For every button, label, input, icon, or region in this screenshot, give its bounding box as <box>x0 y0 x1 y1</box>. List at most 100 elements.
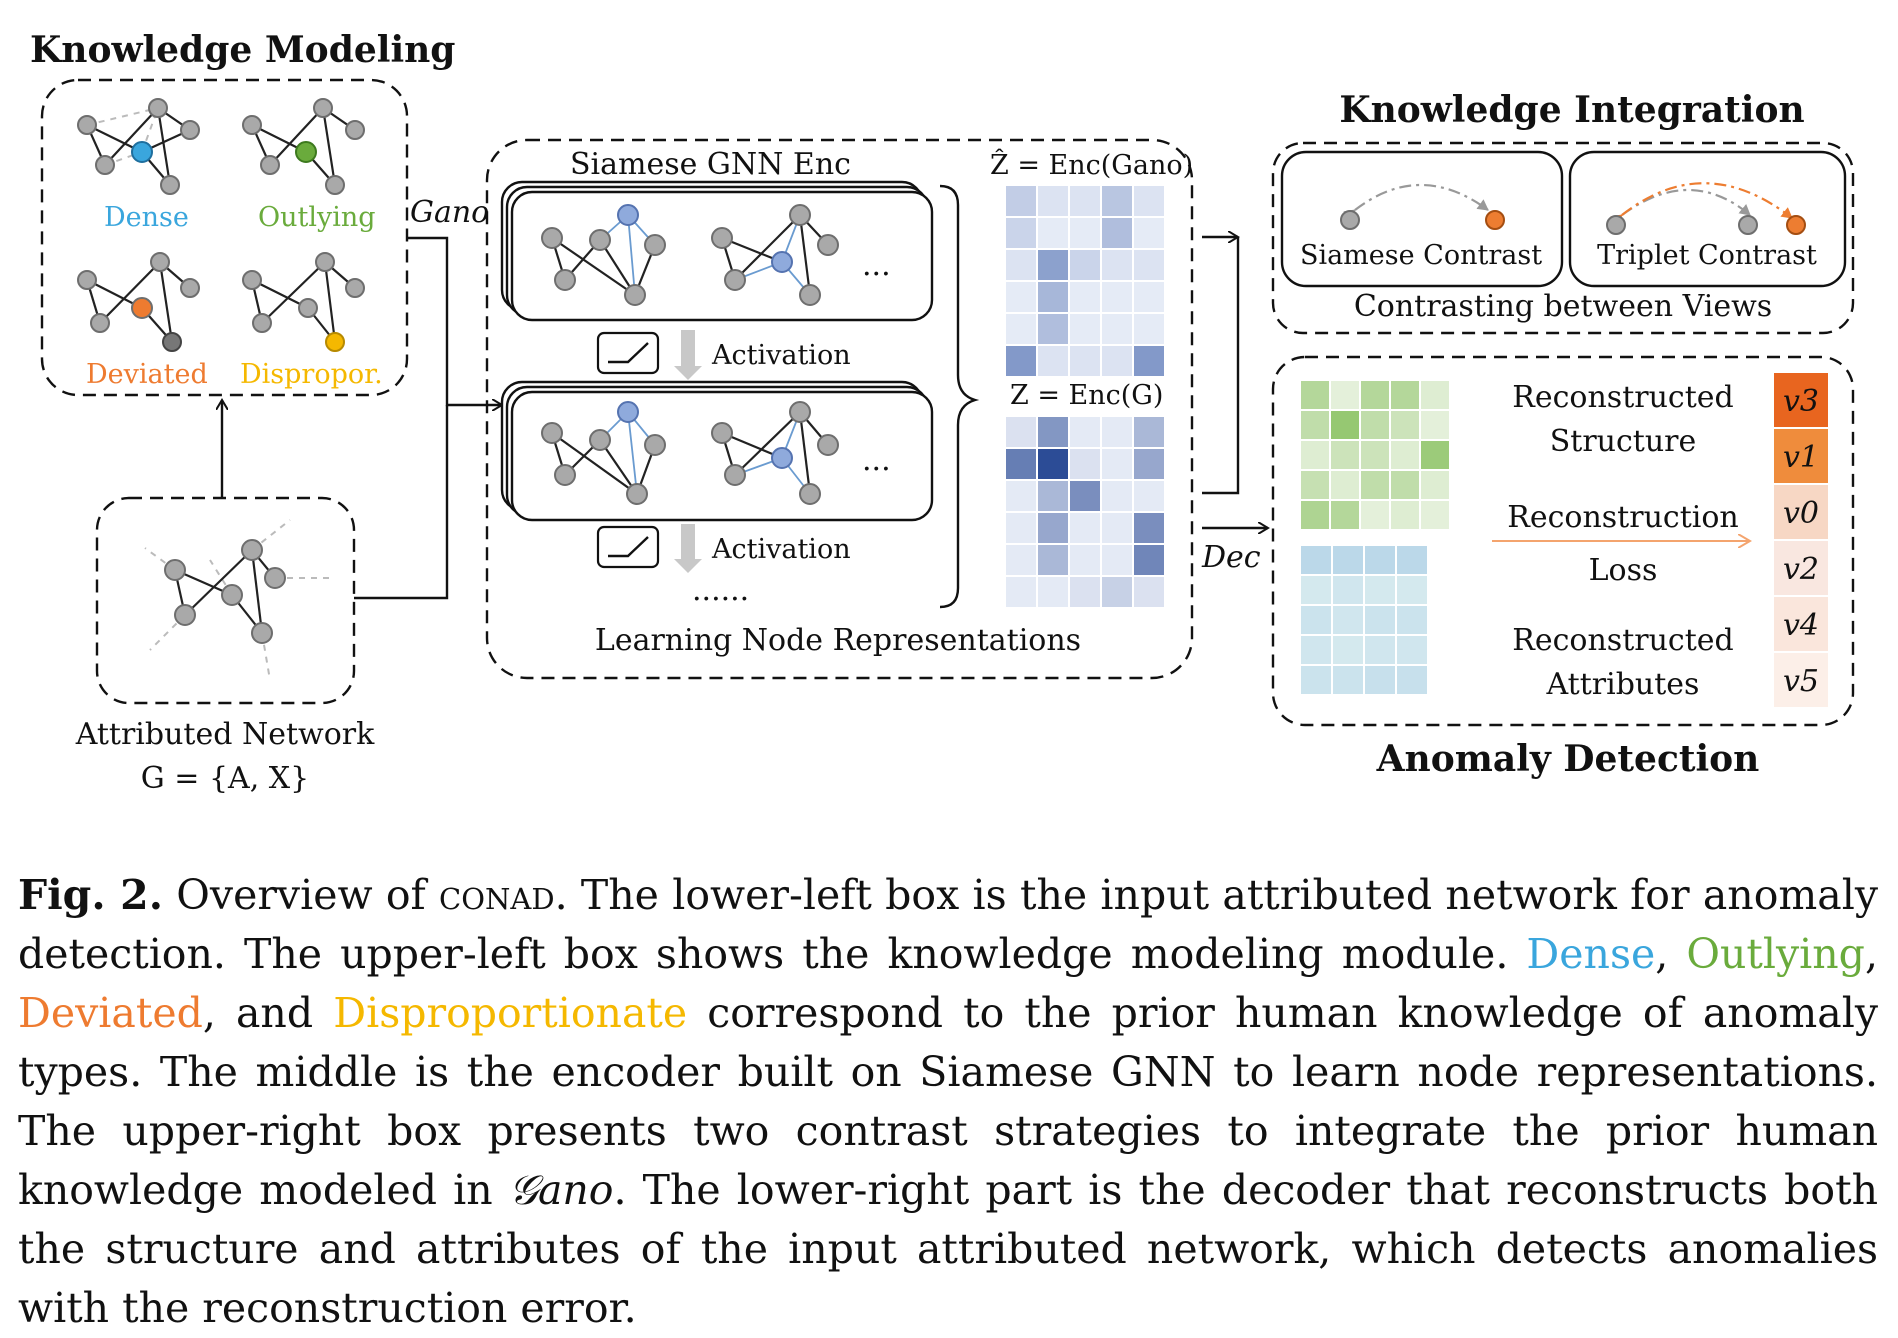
z-hat-cell <box>1100 344 1134 378</box>
z-cell <box>1036 479 1070 513</box>
z-cell <box>1132 543 1166 577</box>
structure-cell <box>1389 499 1421 531</box>
encoder-box <box>485 138 1194 680</box>
attributed-network-formula: G = {A, X} <box>141 761 309 796</box>
reconstruction-loss-label-2: Loss <box>1589 553 1658 588</box>
ranking-cell <box>1774 485 1828 539</box>
structure-cell <box>1299 439 1331 471</box>
siamese-contrast-graphic <box>1340 184 1505 230</box>
rec-attributes-label-1: Reconstructed <box>1512 623 1733 658</box>
z-cell <box>1068 575 1102 609</box>
z-hat-cell <box>1100 216 1134 250</box>
gnn-layer-2: ... <box>500 380 934 522</box>
structure-cell <box>1419 379 1451 411</box>
structure-cell <box>1359 469 1391 501</box>
z-hat-cell <box>1004 280 1038 314</box>
gano-label: Gano <box>410 195 489 230</box>
structure-cell <box>1299 499 1331 531</box>
figure-caption: Fig. 2. Overview of conad. The lower-lef… <box>18 866 1878 1338</box>
caption-disproportionate: Disproportionate <box>333 989 688 1037</box>
structure-cell <box>1299 409 1331 441</box>
z-hat-cell <box>1036 216 1070 250</box>
z-cell <box>1132 511 1166 545</box>
structure-cell <box>1329 379 1361 411</box>
dispropor-anomaly-node <box>325 332 345 352</box>
deviated-graph <box>77 252 200 352</box>
structure-cell <box>1389 379 1421 411</box>
caption-method-name: conad <box>439 871 555 919</box>
caption-deviated: Deviated <box>18 989 203 1037</box>
siamese-contrast-label: Siamese Contrast <box>1300 240 1542 271</box>
structure-cell <box>1419 469 1451 501</box>
contrasting-views-label: Contrasting between Views <box>1354 289 1772 324</box>
z-cell <box>1036 511 1070 545</box>
gano-connector <box>407 236 502 405</box>
triplet-contrast-graphic <box>1606 182 1806 235</box>
z-cell <box>1036 415 1070 449</box>
knowledge-modeling-title: Knowledge Modeling <box>30 29 455 71</box>
dispropor-label: Dispropor. <box>240 359 383 390</box>
z-cell <box>1132 575 1166 609</box>
z-hat-cell <box>1132 216 1166 250</box>
z-cell <box>1068 511 1102 545</box>
structure-cell <box>1389 469 1421 501</box>
deviated-label: Deviated <box>86 359 208 390</box>
z-hat-cell <box>1036 248 1070 282</box>
deviated-attribute-node <box>162 332 182 352</box>
attributed-network-label: Attributed Network <box>75 717 375 752</box>
ranking-label: v2 <box>1783 552 1819 587</box>
z-hat-cell <box>1004 184 1038 218</box>
z-cell <box>1004 447 1038 481</box>
rec-structure-label-1: Reconstructed <box>1512 380 1733 415</box>
svg-text:Activation: Activation <box>711 340 851 371</box>
activation-1: Activation <box>596 330 851 380</box>
z-hat-cell <box>1004 248 1038 282</box>
attributed-network-graph <box>144 519 335 681</box>
ranking-cell <box>1774 541 1828 595</box>
z-cell <box>1004 511 1038 545</box>
ranking-cell <box>1774 597 1828 651</box>
attribute-cell <box>1331 634 1365 666</box>
dispropor-graph <box>242 252 365 352</box>
z-hat-cell <box>1068 344 1102 378</box>
z-hat-cell <box>1068 216 1102 250</box>
attributed-network-box <box>95 496 356 705</box>
z-cell <box>1068 447 1102 481</box>
structure-cell <box>1419 499 1451 531</box>
conad-overview-diagram: Knowledge Modeling Dense Outlying <box>30 29 1855 796</box>
z-cell <box>1132 447 1166 481</box>
attribute-cell <box>1331 574 1365 606</box>
z-hat-cell <box>1036 312 1070 346</box>
caption-comma-1: , <box>1655 930 1687 978</box>
z-hat-cell <box>1132 344 1166 378</box>
ranking-cell <box>1774 429 1828 483</box>
dense-graph <box>77 98 200 195</box>
z-hat-cell <box>1036 344 1070 378</box>
ellipsis-2: ... <box>862 443 891 478</box>
outlying-anomaly-node <box>295 141 317 163</box>
z-label: Z = Enc(G) <box>1010 380 1163 411</box>
z-hat-cell <box>1132 184 1166 218</box>
z-matrix <box>1004 415 1166 609</box>
attribute-cell <box>1395 544 1429 576</box>
z-cell <box>1036 575 1070 609</box>
attribute-cell <box>1299 634 1333 666</box>
z-cell <box>1132 415 1166 449</box>
z-hat-cell <box>1132 248 1166 282</box>
z-cell <box>1100 511 1134 545</box>
z-cell <box>1100 575 1134 609</box>
z-cell <box>1004 415 1038 449</box>
caption-fig-label: Fig. 2. <box>18 871 163 919</box>
attribute-cell <box>1363 664 1397 696</box>
z-cell <box>1100 447 1134 481</box>
attribute-cell <box>1331 664 1365 696</box>
z-cell <box>1036 447 1070 481</box>
caption-text-5: . The lower-right part is the decoder th… <box>18 1166 1878 1332</box>
ellipsis-1: ... <box>862 248 891 283</box>
z-hat-cell <box>1036 184 1070 218</box>
z-cell <box>1132 479 1166 513</box>
ranking-label: v3 <box>1783 384 1819 419</box>
structure-cell <box>1329 499 1361 531</box>
structure-cell <box>1299 469 1331 501</box>
